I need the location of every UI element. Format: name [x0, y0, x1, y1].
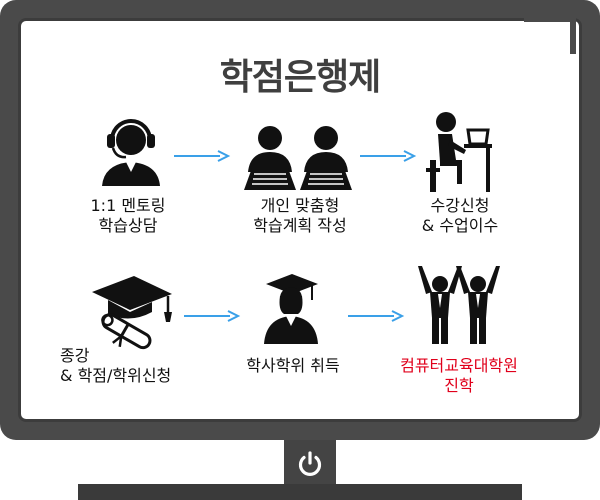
- monitor-screen: [18, 18, 582, 422]
- step-graduate-school: [412, 264, 504, 344]
- page-title: 학점은행제: [219, 57, 382, 98]
- arrow-right-icon: [184, 310, 241, 322]
- step-mentoring: [96, 112, 166, 186]
- graduation-cap-diploma-icon: [92, 276, 172, 350]
- step-degree-application: [90, 270, 172, 350]
- step-degree-application-label: 종강& 학점/학위신청: [60, 346, 172, 385]
- step-study-plan: [238, 124, 358, 190]
- corner-bracket-decoration: [524, 16, 576, 54]
- step-bachelor-degree-label: 학사학위 취득: [246, 356, 340, 375]
- arrow-right-icon: [360, 150, 417, 162]
- person-at-computer-icon: [426, 112, 492, 192]
- step-course-registration-label: 수강신청& 수업이수: [421, 196, 499, 235]
- arrow-right-icon: [174, 150, 231, 162]
- graduate-person-icon: [264, 274, 318, 344]
- celebrating-people-icon: [418, 266, 500, 344]
- step-course-registration: [426, 110, 492, 192]
- power-icon: [298, 451, 322, 476]
- headset-person-icon: [102, 119, 160, 186]
- arrow-right-icon: [348, 310, 405, 322]
- students-studying-icon: [244, 126, 352, 190]
- power-button[interactable]: [290, 446, 330, 482]
- step-bachelor-degree: [262, 270, 320, 344]
- monitor-stand-base: [78, 484, 522, 500]
